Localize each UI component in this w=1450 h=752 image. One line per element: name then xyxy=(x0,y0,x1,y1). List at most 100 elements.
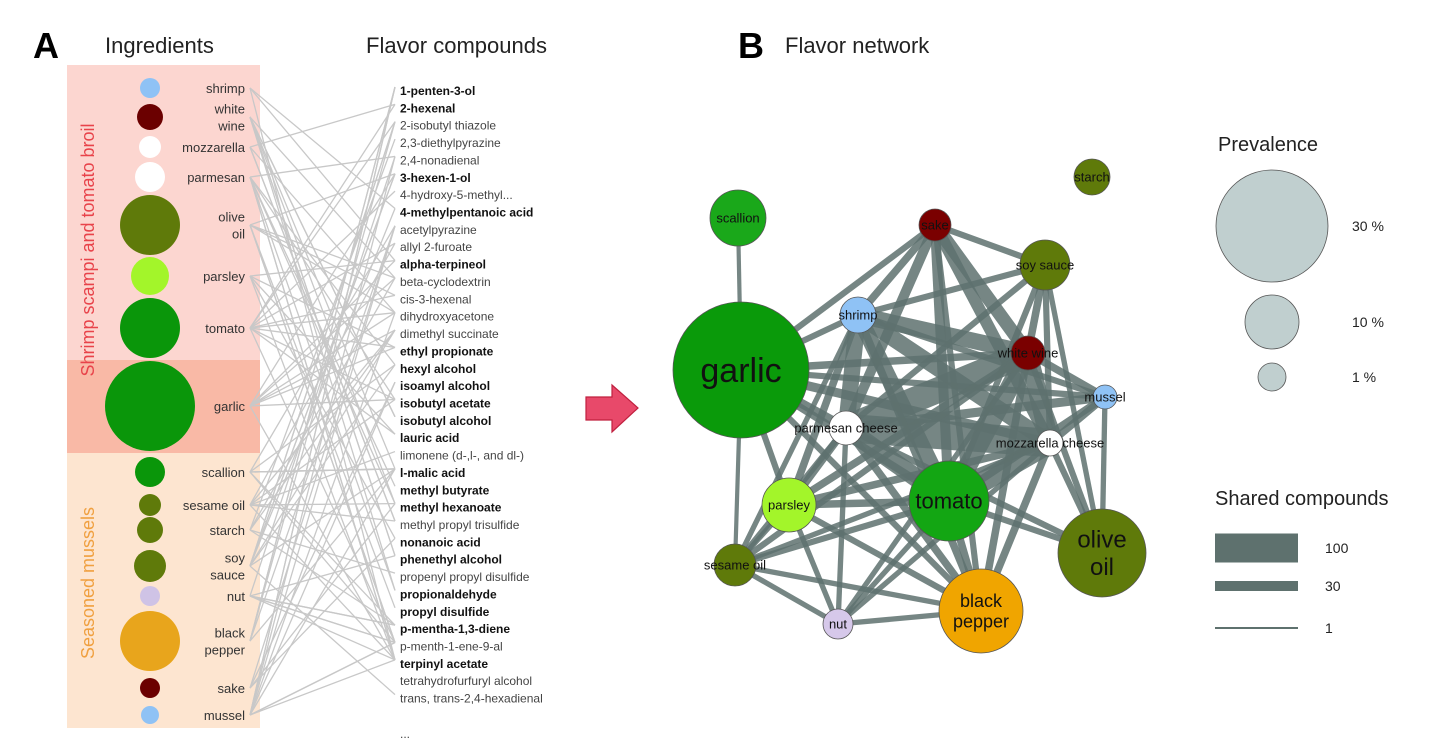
ingredient-compound-link xyxy=(249,87,396,210)
ingredient-compound-link xyxy=(249,225,396,716)
ingredient-compound-link xyxy=(249,275,396,435)
node-label: scallion xyxy=(716,211,759,226)
ingredient-prevalence-circle xyxy=(137,517,163,543)
compound-label: phenethyl alcohol xyxy=(400,553,502,567)
node-scallion xyxy=(709,189,767,247)
ingredient-compound-link xyxy=(249,381,396,689)
prevalence-legend-circle xyxy=(1257,362,1287,392)
ingredient-prevalence-circle xyxy=(139,494,161,516)
ingredient-label: olive xyxy=(218,210,245,225)
compound-label: 4-hydroxy-5-methyl... xyxy=(400,188,513,202)
ingredient-compound-link xyxy=(249,176,396,366)
ingredient-label: garlic xyxy=(214,399,246,414)
ingredient-compound-link xyxy=(249,277,396,531)
ingredient-compound-link xyxy=(249,176,396,487)
ingredient-label: parsley xyxy=(203,269,245,284)
compound-label: 2,3-diethylpyrazine xyxy=(400,136,501,150)
ingredient-compound-link xyxy=(249,275,396,539)
compound-label: acetylpyrazine xyxy=(400,223,477,237)
node-olive xyxy=(1057,508,1147,598)
compounds-title: Flavor compounds xyxy=(366,33,547,58)
node-label: sake xyxy=(921,218,948,233)
shared-compounds-legend-bar xyxy=(1215,627,1298,629)
ingredient-compound-link xyxy=(249,529,396,626)
shared-compounds-legend-label: 30 xyxy=(1325,578,1341,594)
node-garlic xyxy=(672,301,810,439)
ingredient-compound-link xyxy=(249,259,396,277)
compound-label: alpha-terpineol xyxy=(400,258,486,272)
ingredient-compound-link xyxy=(249,312,396,407)
edge-shrimp-parmesan xyxy=(837,314,867,429)
ingredient-compound-link xyxy=(249,87,396,262)
ingredient-compound-link xyxy=(249,116,396,591)
node-label: garlic xyxy=(700,352,781,390)
ingredient-prevalence-circle xyxy=(134,550,166,582)
node-label: parmesan cheese xyxy=(794,421,897,436)
compound-label: 2-hexenal xyxy=(400,101,455,115)
ingredient-prevalence-circle xyxy=(140,78,160,98)
ingredient-label: sesame oil xyxy=(183,498,245,513)
ingredient-compound-link xyxy=(249,121,396,329)
compound-label: limonene (d-,l-, and dl-) xyxy=(400,449,524,463)
ingredient-compound-link xyxy=(249,468,396,716)
ingredient-compound-link xyxy=(249,659,396,716)
compound-label: tetrahydrofurfuryl alcohol xyxy=(400,674,532,688)
node-mozz xyxy=(1036,429,1064,457)
ingredient-compound-link xyxy=(249,116,396,470)
node-label: parsley xyxy=(768,498,810,513)
shared-compounds-legend-label: 100 xyxy=(1325,540,1349,556)
node-label: pepper xyxy=(953,612,1009,632)
node-sesame xyxy=(713,543,757,587)
ingredient-compound-link xyxy=(249,104,396,329)
ingredient-compound-link xyxy=(249,173,396,567)
edge-pepper-wine xyxy=(977,352,1032,612)
compound-label: ethyl propionate xyxy=(400,344,494,358)
legend: Prevalence Shared compounds 30 %10 %1 % … xyxy=(1215,134,1388,636)
compound-label: methyl propyl trisulfide xyxy=(400,518,520,532)
ingredient-label: parmesan xyxy=(187,170,245,185)
node-label: mozzarella cheese xyxy=(996,436,1104,451)
compound-label: methyl hexanoate xyxy=(400,501,502,515)
ingredient-compound-link xyxy=(249,405,396,661)
node-parsley xyxy=(761,477,817,533)
ingredient-compound-link xyxy=(249,329,396,531)
ingredient-compound-link xyxy=(249,595,396,626)
prevalence-legend-circle xyxy=(1244,294,1300,350)
panel-letter-a: A xyxy=(33,25,59,66)
ingredient-label: oil xyxy=(232,227,245,242)
ingredient-compound-link xyxy=(249,329,396,506)
edge-parsley-shrimp xyxy=(785,313,862,507)
ingredient-compound-links xyxy=(249,86,396,716)
ingredient-compound-link xyxy=(249,565,396,696)
ingredient-label: tomato xyxy=(205,321,245,336)
ingredient-compound-link xyxy=(249,503,396,689)
ingredient-compound-link xyxy=(249,86,396,716)
compound-label: l-malic acid xyxy=(400,466,465,480)
recipe-group-label-seasoned-mussels: Seasoned mussels xyxy=(78,507,98,659)
edge-sesame-mozz xyxy=(734,440,1051,568)
edge-mussel-shrimp xyxy=(857,312,1106,400)
node-wine xyxy=(1010,335,1046,371)
ingredient-compound-link xyxy=(249,504,396,661)
node-starch xyxy=(1073,158,1111,196)
ingredient-compound-link xyxy=(249,595,396,644)
ingredient-compound-link xyxy=(249,641,396,716)
prevalence-legend-label: 1 % xyxy=(1352,369,1376,385)
edge-pepper-sake xyxy=(931,224,985,612)
ingredient-compound-link xyxy=(249,381,396,716)
edge-sesame-shrimp xyxy=(732,313,861,567)
node-label: black xyxy=(960,591,1003,611)
ingredient-label: scallion xyxy=(202,465,245,480)
ingredient-prevalence-circle xyxy=(120,611,180,671)
ingredient-compound-link xyxy=(249,242,396,329)
node-mussel xyxy=(1092,384,1118,410)
compound-label: p-menth-1-ene-9-al xyxy=(400,640,503,654)
compound-label: lauric acid xyxy=(400,431,459,445)
ingredient-label: black xyxy=(215,626,246,641)
panel-letter-b: B xyxy=(738,25,764,66)
compound-label: cis-3-hexenal xyxy=(400,292,471,306)
ingredient-compound-link xyxy=(249,364,396,567)
ingredient-compound-link xyxy=(249,327,396,643)
